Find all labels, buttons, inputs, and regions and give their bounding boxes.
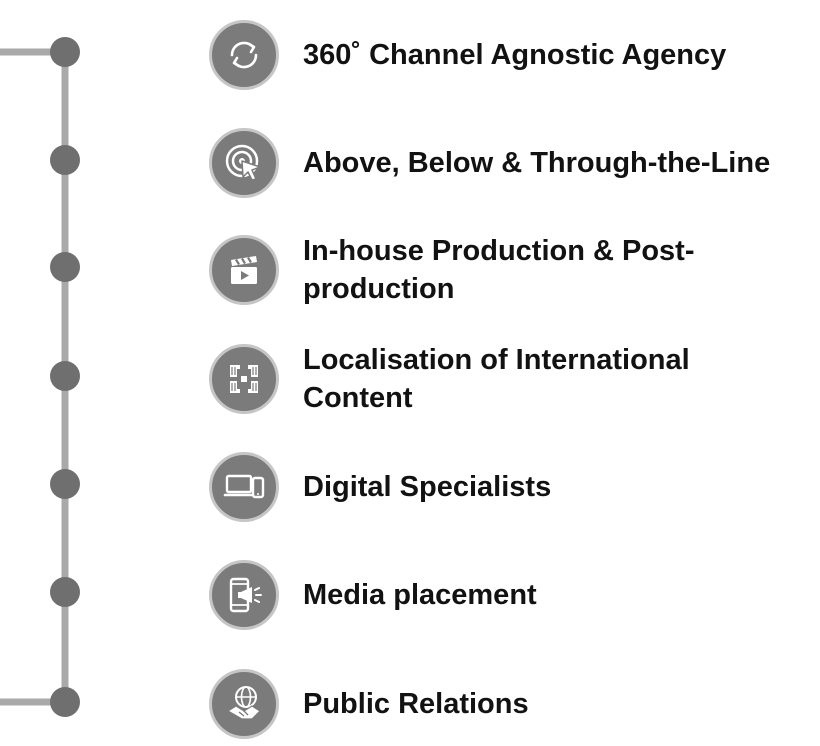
clapperboard-icon xyxy=(209,235,279,305)
service-label: 360˚ Channel Agnostic Agency xyxy=(303,39,727,71)
service-label: In-house Production & Post-production xyxy=(303,235,695,305)
devices-icon xyxy=(209,452,279,522)
service-label: Media placement xyxy=(303,579,537,611)
service-label: Above, Below & Through-the-Line xyxy=(303,147,771,179)
hands-together-icon xyxy=(209,344,279,414)
timeline-node xyxy=(50,37,80,67)
timeline-node xyxy=(50,577,80,607)
service-item: Public Relations xyxy=(209,667,773,741)
service-label: Digital Specialists xyxy=(303,471,552,503)
timeline-node xyxy=(50,252,80,282)
service-label: Localisation of International Content xyxy=(303,344,690,414)
service-item: Localisation of International Content xyxy=(209,342,773,416)
service-item: Media placement xyxy=(209,558,773,632)
refresh-icon xyxy=(209,20,279,90)
timeline-node xyxy=(50,145,80,175)
timeline-node xyxy=(50,469,80,499)
timeline-node xyxy=(50,361,80,391)
service-item: Above, Below & Through-the-Line xyxy=(209,126,773,200)
target-cursor-icon xyxy=(209,128,279,198)
service-item: In-house Production & Post-production xyxy=(209,233,773,307)
service-item: Digital Specialists xyxy=(209,450,773,524)
globe-handshake-icon xyxy=(209,669,279,739)
phone-megaphone-icon xyxy=(209,560,279,630)
service-item: 360˚ Channel Agnostic Agency xyxy=(209,18,773,92)
service-label: Public Relations xyxy=(303,688,529,720)
timeline-node xyxy=(50,687,80,717)
